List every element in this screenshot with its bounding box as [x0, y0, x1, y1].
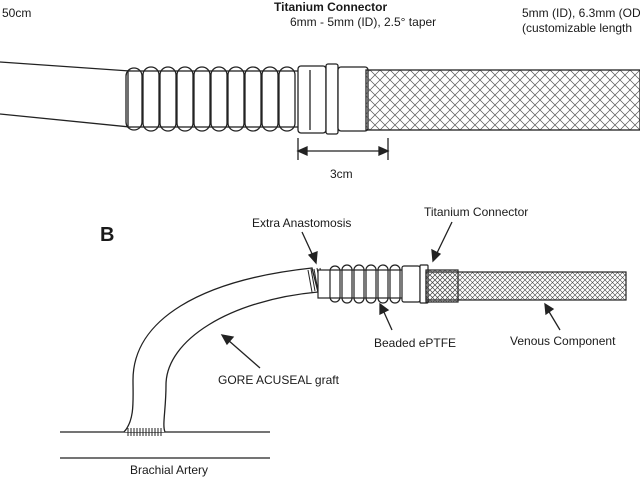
panel-b-drawing	[60, 221, 627, 459]
titanium-connector-a	[297, 63, 369, 135]
brachial-artery-label: Brachial Artery	[130, 463, 209, 477]
connector-spec-a: 6mm - 5mm (ID), 2.5° taper	[290, 15, 437, 29]
graft-label: GORE ACUSEAL graft	[218, 373, 339, 387]
panel-a-drawing	[0, 61, 640, 160]
graft-tube-a	[0, 61, 131, 128]
titanium-connector-label-b: Titanium Connector	[424, 205, 529, 219]
beaded-eptfe-label: Beaded ePTFE	[374, 336, 457, 350]
titanium-connector-b	[401, 264, 429, 304]
venous-component-label: Venous Component	[510, 334, 616, 348]
graft-length-label: 50cm	[2, 6, 32, 20]
panel-b-letter: B	[100, 224, 115, 246]
extra-anastomosis-label: Extra Anastomosis	[252, 216, 352, 230]
artery-sutures	[127, 428, 162, 436]
bead-rings-b	[329, 264, 401, 304]
acuseal-graft	[123, 267, 319, 433]
beaded-tube-a	[127, 70, 301, 128]
venous-spec-line1: 5mm (ID), 6.3mm (OD	[522, 6, 640, 20]
venous-braid-a	[365, 69, 640, 131]
connector-title-a: Titanium Connector	[274, 0, 388, 14]
dimension-label: 3cm	[330, 167, 353, 181]
venous-spec-line2: (customizable length	[522, 21, 633, 35]
dimension-3cm	[296, 138, 390, 160]
bead-rings-a	[125, 66, 296, 132]
callout-arrows	[220, 221, 561, 369]
